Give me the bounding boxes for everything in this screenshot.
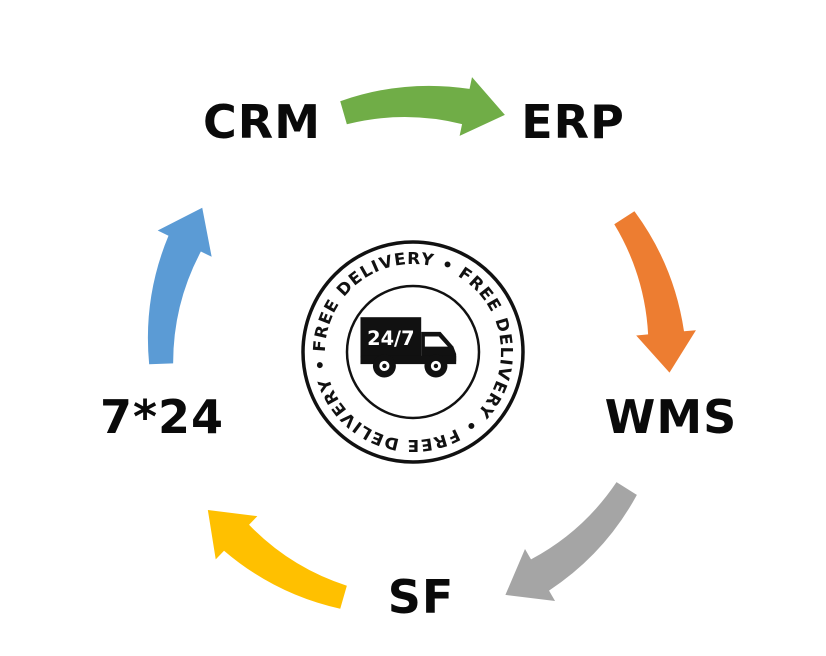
- truck-window: [424, 336, 448, 347]
- truck-24-7-label: 24/7: [367, 327, 414, 350]
- arrow-wms-to-sf: [498, 459, 638, 627]
- badge-inner-ring: [345, 284, 481, 420]
- node-label-erp: ERP: [521, 95, 625, 149]
- arrow-crm-to-erp: [340, 58, 507, 165]
- node-label-crm: CRM: [203, 95, 321, 149]
- node-label-sf: SF: [387, 570, 455, 624]
- truck-chassis: [360, 355, 457, 365]
- free-delivery-badge: FREE DELIVERY • FREE DELIVERY • FREE DEL…: [301, 240, 525, 464]
- truck-cargo-box: [360, 317, 422, 358]
- arrow-erp-to-wms: [578, 210, 719, 377]
- delivery-truck-icon: 24/7: [360, 317, 457, 378]
- node-label-wms: WMS: [604, 390, 738, 444]
- node-label-7x24: 7*24: [99, 390, 225, 444]
- arrow-724-to-crm: [143, 207, 216, 365]
- arrow-sf-to-724: [191, 502, 359, 610]
- truck-front-hub-dot: [433, 363, 439, 369]
- badge-outer-ring: [301, 240, 525, 464]
- truck-rear-hub-dot: [382, 363, 387, 369]
